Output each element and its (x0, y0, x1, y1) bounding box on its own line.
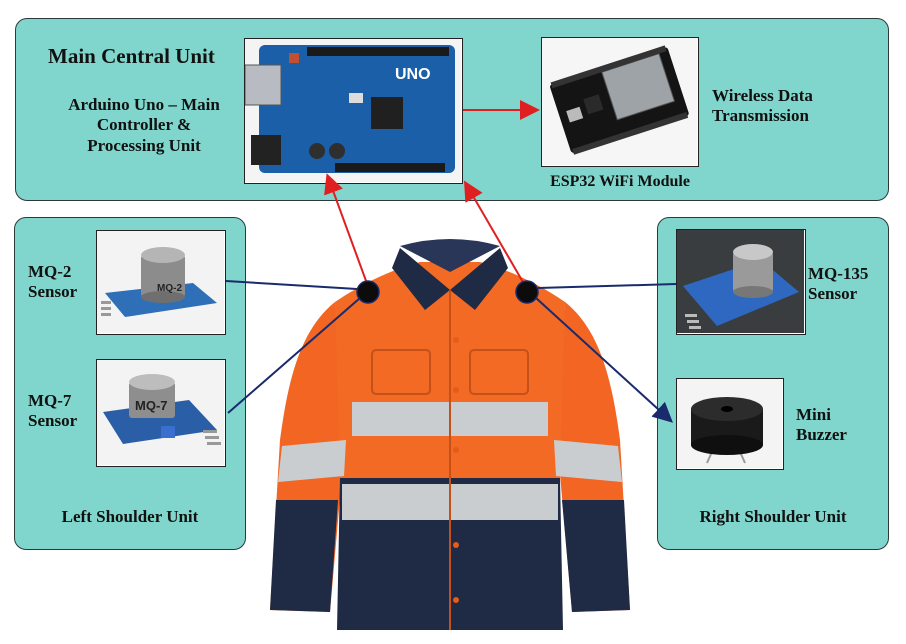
left-shoulder-to-arduino-arrow (328, 177, 369, 289)
right-shoulder-to-arduino-arrow (466, 184, 527, 289)
mq2-to-left-node-line (226, 281, 357, 289)
mq7-to-left-node-line (228, 298, 360, 413)
left-shoulder-node (357, 281, 379, 303)
right-shoulder-node (516, 281, 538, 303)
right-node-to-buzzer-arrow (536, 298, 670, 420)
mq135-to-right-node-line (538, 284, 676, 288)
